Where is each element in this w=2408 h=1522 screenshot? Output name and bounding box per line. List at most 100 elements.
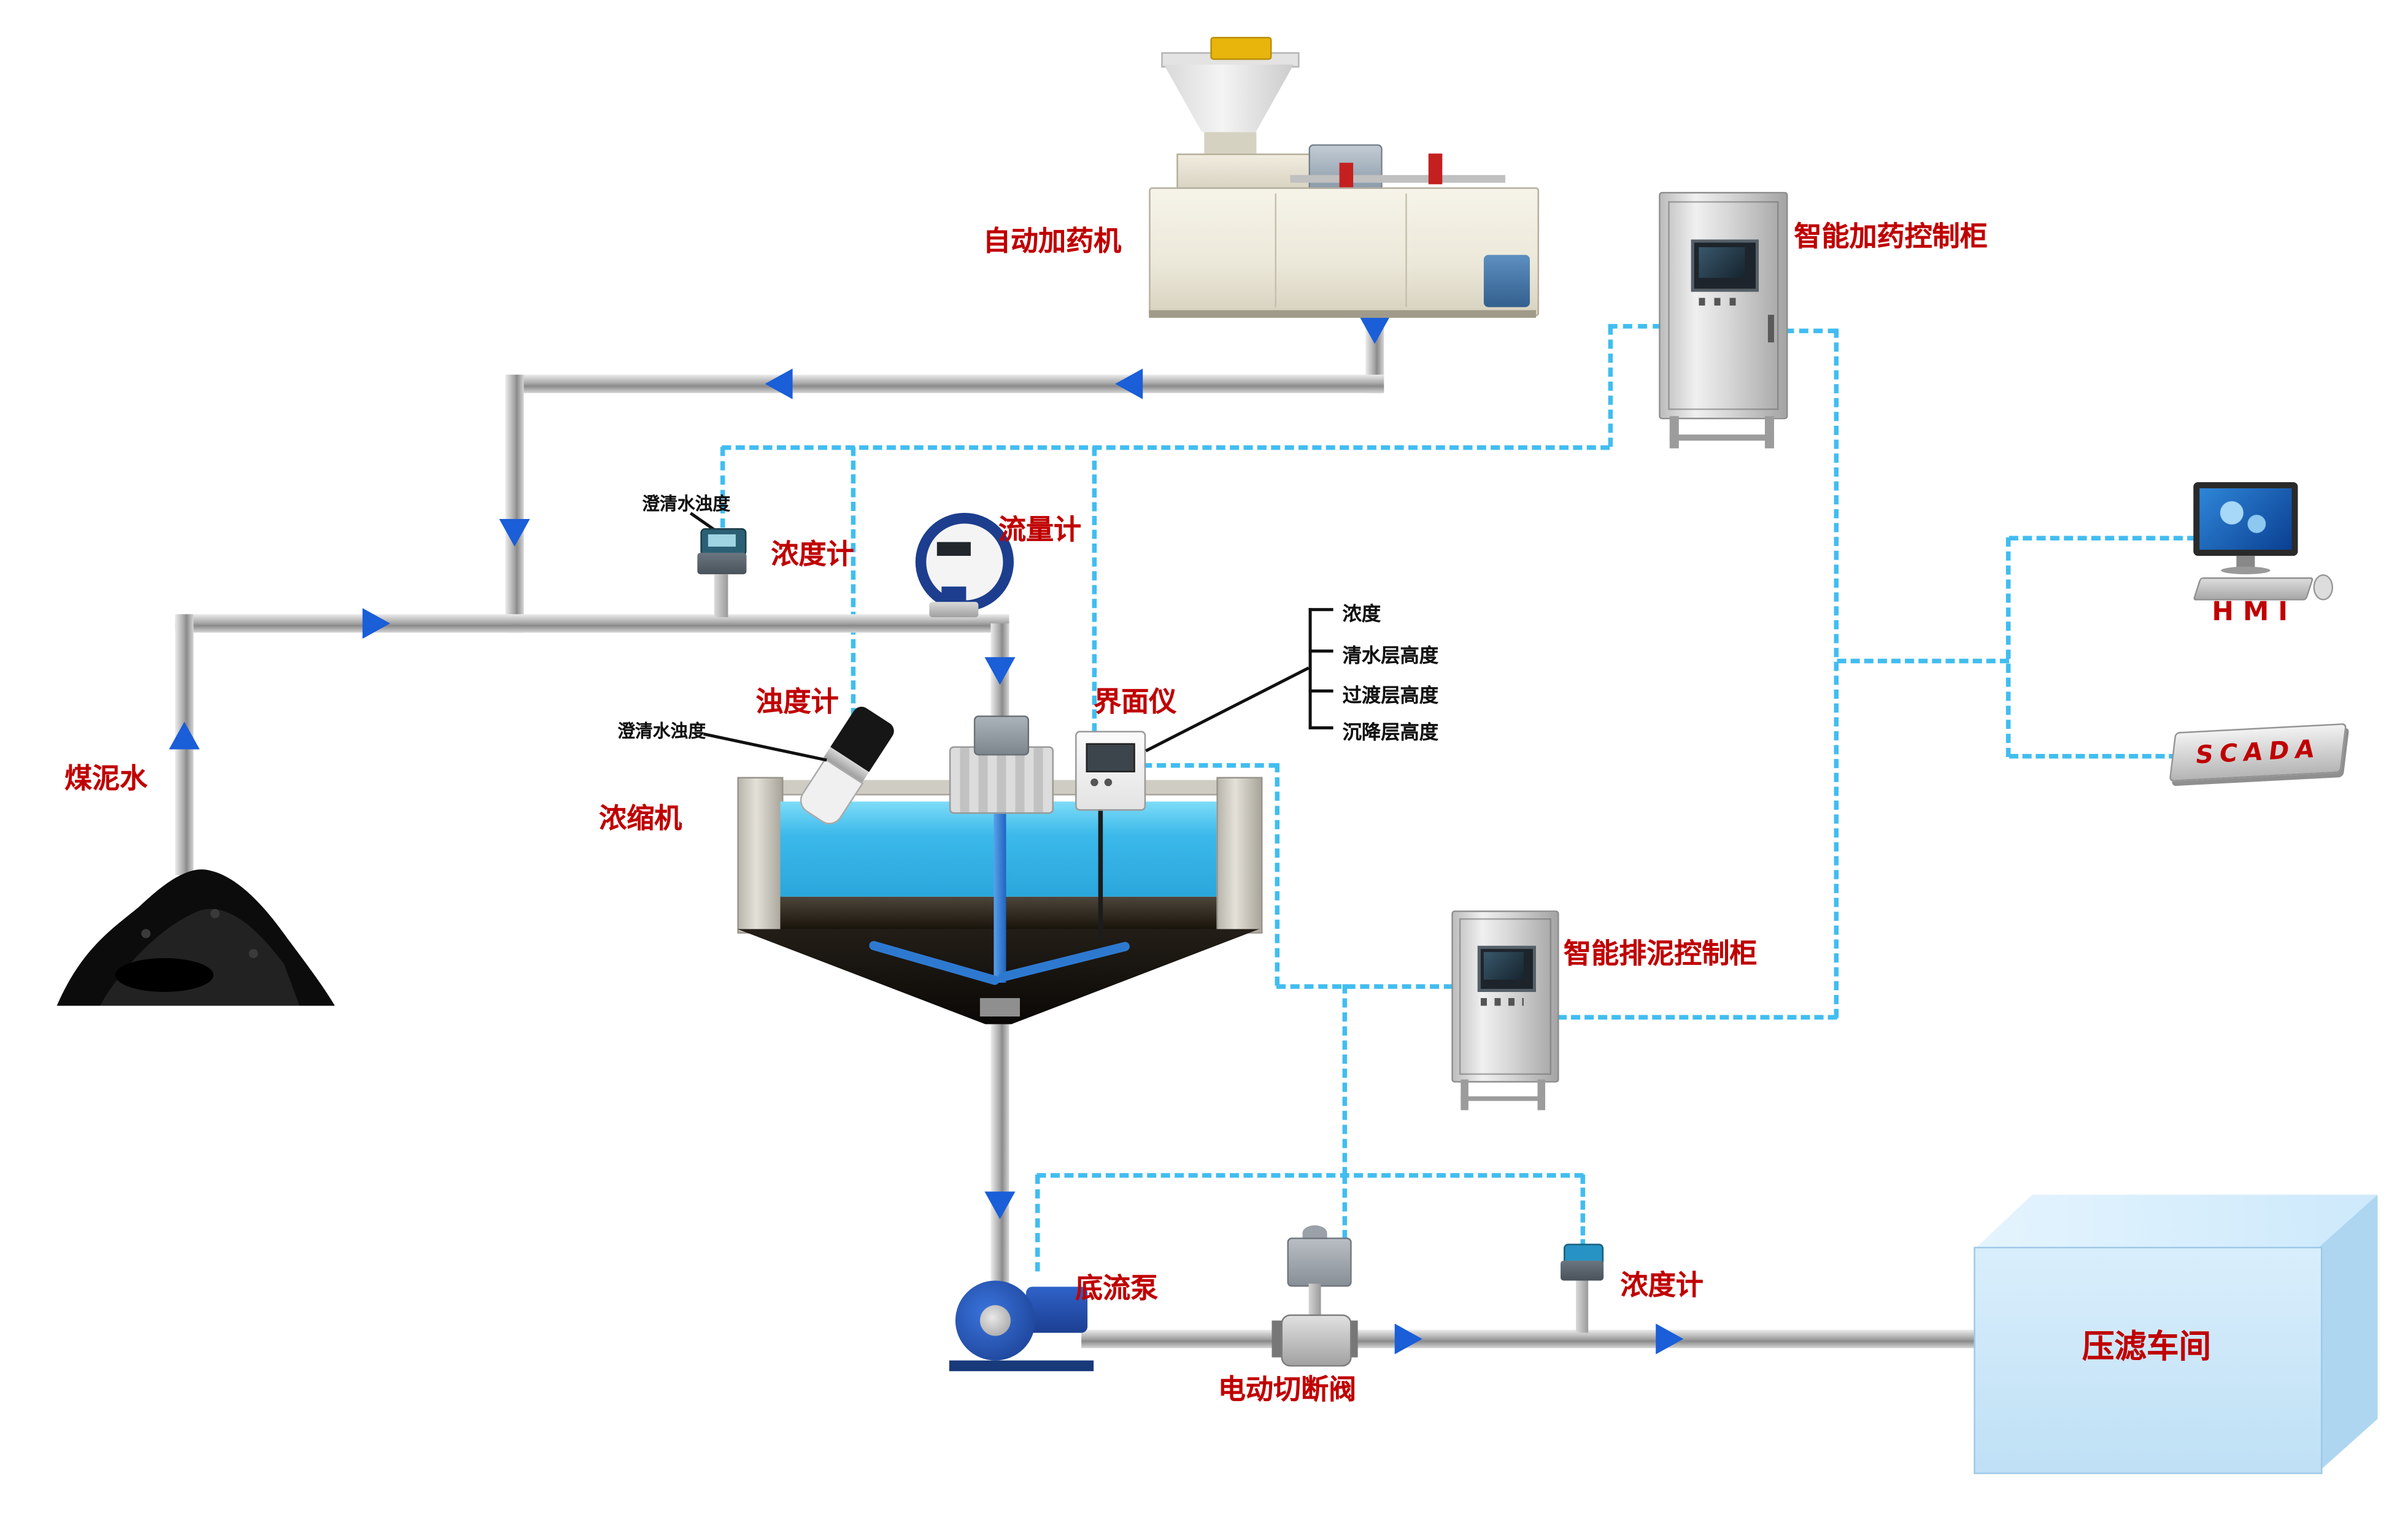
underflow-pump-label: 底流泵 — [1075, 1272, 1159, 1305]
hmi-label: HMI — [2212, 597, 2298, 628]
thickener-label: 浓缩机 — [599, 803, 682, 836]
machine-base — [1149, 310, 1536, 318]
sludge-cabinet — [1451, 910, 1559, 1083]
valve-stem — [1308, 1283, 1321, 1318]
coal-pile-graphic — [56, 869, 335, 1006]
densitometer-top-label: 浓度计 — [771, 539, 854, 572]
densitometer-bottom-label: 浓度计 — [1620, 1269, 1704, 1302]
signal-line — [1834, 328, 1839, 1018]
cabinet-crossbar — [1669, 434, 1774, 441]
dosing-cabinet-buttons — [1699, 298, 1745, 306]
bracket-spine — [1308, 608, 1312, 728]
dosing-machine-label: 自动加药机 — [982, 225, 1122, 258]
bracket-tick — [1308, 726, 1333, 729]
densitometer-top-screen — [708, 534, 736, 547]
electric-valve-label: 电动切断阀 — [1218, 1374, 1357, 1407]
signal-line — [720, 447, 725, 542]
cabinet-leg — [1669, 416, 1679, 448]
sludge-cabinet-buttons — [1480, 997, 1524, 1006]
pipe-dosing-horizontal — [505, 374, 1384, 393]
signal-line — [851, 447, 856, 717]
flow-meter-display — [936, 542, 971, 556]
cabinet-leg — [1461, 1079, 1468, 1110]
interface-meter-button — [1104, 778, 1113, 786]
red-valve — [1339, 163, 1354, 188]
hmi-screen — [2199, 488, 2292, 550]
flow-meter-neck — [941, 586, 967, 605]
thickener-wall-right — [1216, 777, 1263, 934]
interface-reading-concentration: 浓度 — [1342, 602, 1381, 625]
densitometer-top-stem — [714, 574, 728, 618]
dosing-cabinet-handle — [1767, 315, 1774, 343]
pipe-discharge — [1081, 1329, 1985, 1348]
signal-line — [1275, 763, 1279, 986]
flow-arrow-right — [362, 608, 390, 639]
cabinet-leg — [1764, 416, 1774, 448]
signal-line — [2009, 753, 2178, 759]
pipe-feed-horizontal — [175, 614, 1009, 633]
dosing-machine — [1144, 31, 1541, 323]
pipe-dosing-downcomer — [505, 374, 524, 633]
hmi-mouse — [2313, 574, 2334, 601]
red-valve — [1428, 153, 1443, 185]
cabinet-crossbar — [1461, 1096, 1546, 1101]
underflow-collar — [979, 997, 1020, 1017]
densitometer-top-body — [697, 553, 747, 575]
coal-slurry-label: 煤泥水 — [64, 763, 148, 796]
dosing-cabinet-display — [1699, 247, 1745, 279]
tank-seam — [1405, 193, 1407, 307]
flow-arrow-left — [1115, 368, 1143, 399]
filter-press-top — [1974, 1194, 2378, 1250]
hmi-stand-base — [2221, 566, 2271, 575]
transfer-pump — [1483, 255, 1530, 307]
flow-meter-flange — [929, 602, 979, 618]
signal-line — [1557, 1015, 1837, 1020]
valve-actuator — [1287, 1237, 1352, 1287]
bracket-tick — [1308, 689, 1333, 693]
sludge-cabinet-label: 智能排泥控制柜 — [1564, 938, 1758, 970]
densitometer-bottom-body — [1561, 1260, 1604, 1281]
pipe-underflow — [990, 1001, 1009, 1293]
turbidity-meter-label: 浊度计 — [755, 686, 839, 719]
densitometer-bottom-stem — [1576, 1280, 1589, 1333]
valve-body — [1281, 1314, 1352, 1367]
feedwell — [949, 746, 1054, 814]
signal-line — [1276, 984, 1453, 989]
signal-line — [1036, 1173, 1584, 1178]
machine-tank-body — [1149, 187, 1540, 317]
interface-meter-screen — [1086, 743, 1135, 773]
signal-line — [2009, 536, 2197, 541]
interface-reading-settle-layer: 沉降层高度 — [1342, 720, 1439, 744]
drive-motor — [973, 715, 1030, 756]
signal-line — [1342, 1174, 1348, 1239]
signal-line — [1342, 984, 1348, 1177]
flow-arrow-up — [169, 721, 200, 750]
signal-line — [722, 445, 1610, 450]
flow-arrow-left — [765, 368, 793, 399]
underflow-pump-motor — [1026, 1286, 1088, 1333]
filter-press-side — [2319, 1194, 2378, 1471]
turbidity-meter-note: 澄清水浊度 — [617, 720, 706, 742]
scada-plate: SCADA — [2169, 723, 2347, 782]
sludge-cabinet-display — [1483, 951, 1524, 980]
densitometer-top-head — [700, 528, 747, 556]
underflow-pump-base — [949, 1360, 1094, 1372]
signal-line — [1837, 658, 2009, 664]
hopper — [1163, 64, 1294, 133]
dosing-cabinet — [1659, 191, 1788, 420]
interface-meter-probe — [1098, 807, 1103, 940]
signal-line — [1785, 328, 1837, 334]
flow-arrow-down — [499, 519, 530, 547]
flow-arrow-down — [984, 1191, 1016, 1220]
flow-arrow-right — [1394, 1323, 1422, 1355]
turbidity-leader-line — [703, 732, 827, 762]
flow-meter-label: 流量计 — [998, 514, 1082, 547]
flow-arrow-down — [984, 657, 1016, 685]
coal-pile — [54, 818, 338, 1010]
rake-shaft — [994, 810, 1006, 983]
signal-line — [1143, 763, 1278, 768]
machine-pipework — [1290, 175, 1505, 183]
signal-line — [1035, 1174, 1040, 1272]
sludge-cabinet-door — [1459, 918, 1552, 1075]
